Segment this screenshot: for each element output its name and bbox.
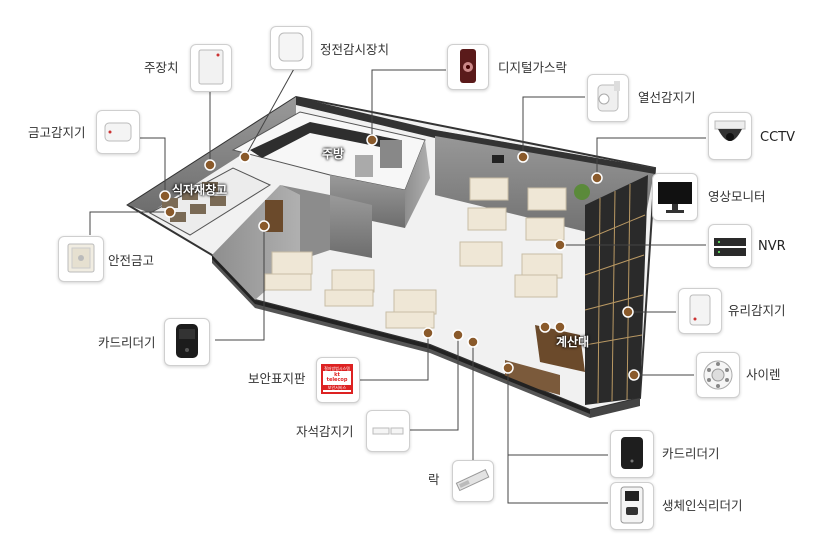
security-sign-line3: 보안서비스 bbox=[323, 385, 351, 390]
fingerprint-reader-icon bbox=[610, 482, 654, 530]
security-sign-icon: 철저방범시스템 kt telecop 보안서비스 bbox=[316, 357, 360, 403]
dining-tables-front bbox=[264, 251, 437, 329]
pir-sensor-icon bbox=[587, 74, 629, 122]
card-reader-left-icon bbox=[164, 318, 210, 366]
card-reader-icon bbox=[610, 430, 654, 478]
safe-icon bbox=[58, 236, 104, 282]
device-label-nvr: NVR bbox=[758, 239, 786, 254]
device-label-monitor: 영상모니터 bbox=[708, 189, 766, 204]
gas-lock-icon bbox=[447, 44, 489, 90]
back-wall-left bbox=[128, 97, 296, 213]
magnetic-lock-icon bbox=[452, 460, 494, 502]
entrance-floor bbox=[505, 360, 560, 395]
device-label-cctv: CCTV bbox=[760, 130, 795, 145]
partition-wall-2 bbox=[280, 185, 330, 260]
column bbox=[330, 195, 372, 258]
device-label-vault-detector: 금고감지기 bbox=[28, 125, 86, 140]
glass-grid bbox=[584, 183, 646, 404]
vault-sensor-icon bbox=[96, 110, 140, 154]
device-label-card-reader-left: 카드리더기 bbox=[98, 335, 156, 350]
counter-desk bbox=[535, 325, 585, 372]
kitchen-appliance-2 bbox=[355, 155, 373, 177]
device-label-safe: 안전금고 bbox=[108, 253, 155, 268]
monitor-icon bbox=[652, 173, 698, 221]
dome-camera-icon bbox=[708, 112, 752, 160]
device-label-magnet-detector: 자석감지기 bbox=[296, 424, 354, 439]
power-monitor-icon bbox=[270, 26, 312, 70]
front-wall-left bbox=[212, 255, 255, 304]
security-sign-plate: 철저방범시스템 kt telecop 보안서비스 bbox=[321, 364, 353, 394]
back-wall-top bbox=[296, 97, 435, 138]
plant bbox=[574, 184, 590, 200]
slab-front bbox=[212, 255, 590, 418]
room-label-storage: 식자재창고 bbox=[172, 183, 228, 197]
kitchen-appliance bbox=[380, 140, 402, 168]
glass-break-sensor-icon bbox=[678, 288, 722, 334]
device-label-biometric-reader: 생체인식리더기 bbox=[662, 498, 743, 513]
nvr-icon bbox=[708, 224, 752, 268]
dining-tables-rear bbox=[459, 177, 567, 298]
siren-icon bbox=[696, 352, 740, 398]
device-label-security-sign: 보안표지판 bbox=[248, 371, 306, 386]
room-label-counter: 계산대 bbox=[556, 335, 590, 349]
front-wall bbox=[255, 300, 590, 414]
slab-right bbox=[590, 398, 640, 418]
device-label-heat-detector: 열선감지기 bbox=[638, 90, 696, 105]
device-label-main-panel: 주장치 bbox=[144, 60, 179, 75]
wall-top-right bbox=[435, 130, 655, 174]
kitchen-wall-side bbox=[405, 140, 430, 228]
tv-screen bbox=[492, 155, 504, 163]
right-glass-wall bbox=[585, 175, 648, 405]
room-label-kitchen: 주방 bbox=[322, 147, 345, 161]
device-label-siren: 사이렌 bbox=[746, 367, 781, 382]
leader-lines bbox=[89, 66, 706, 504]
device-label-card-reader-right: 카드리더기 bbox=[662, 446, 720, 461]
inner-door bbox=[265, 200, 283, 232]
security-sign-brand: kt telecop bbox=[326, 372, 348, 383]
magnetic-contact-icon bbox=[366, 410, 410, 452]
control-panel-icon bbox=[190, 44, 232, 92]
device-markers bbox=[159, 134, 640, 381]
device-label-glass-detector: 유리감지기 bbox=[728, 303, 786, 318]
storage-shelves bbox=[162, 182, 226, 222]
device-label-power-monitor: 정전감시장치 bbox=[320, 42, 390, 57]
security-sign-line1: 철저방범시스템 bbox=[323, 366, 351, 371]
device-label-gas-lock: 디지털가스락 bbox=[498, 60, 568, 75]
device-label-lock: 락 bbox=[428, 472, 440, 487]
